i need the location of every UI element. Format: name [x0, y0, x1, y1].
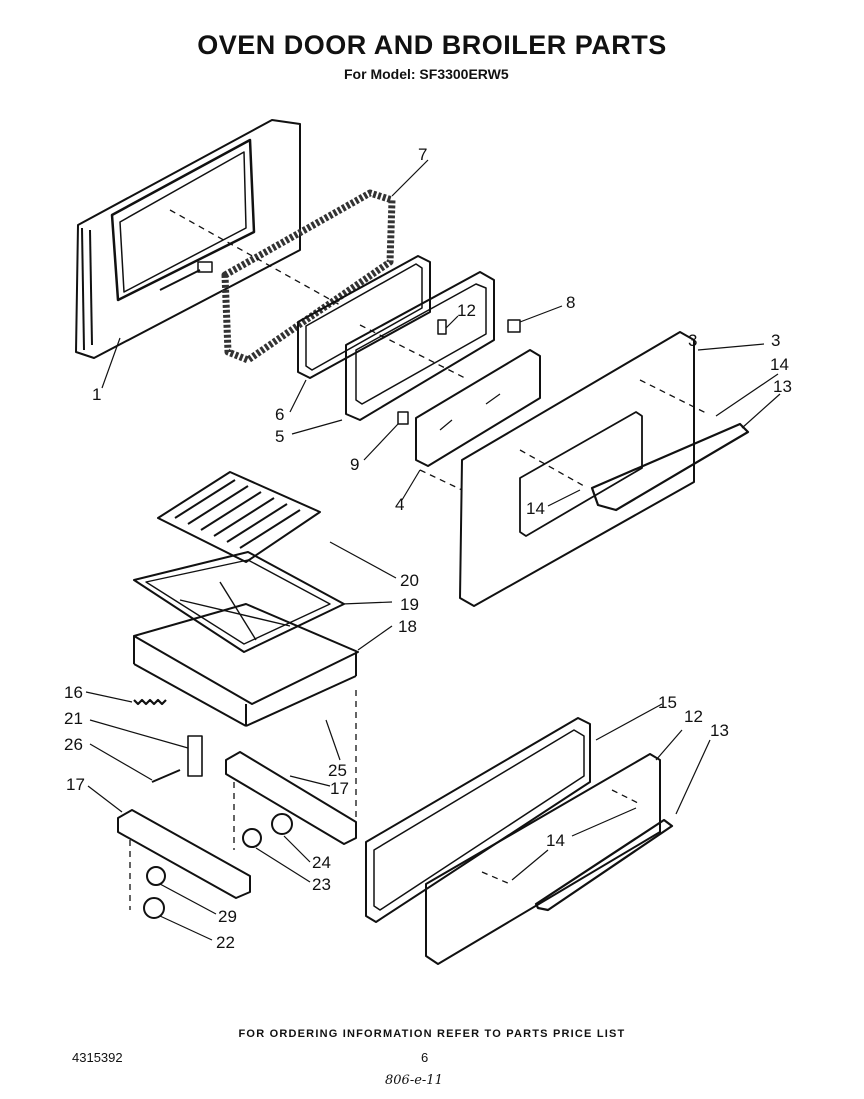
callout-16: 16 [64, 683, 83, 702]
broiler-drawer-front-part [425, 753, 674, 965]
callout-18: 18 [398, 617, 417, 636]
broiler-drawer-inner-panel-part [365, 717, 591, 923]
page-title: OVEN DOOR AND BROILER PARTS [197, 30, 667, 60]
inner-door-liner-part [75, 119, 301, 359]
callout-12: 12 [684, 707, 703, 726]
document-number: 4315392 [72, 1050, 123, 1065]
callout-23: 23 [312, 875, 331, 894]
clip-part [397, 411, 409, 425]
callout-17b: 17 [330, 779, 349, 798]
callout-3b: 3 [771, 331, 780, 350]
broiler-pan-part [133, 603, 359, 727]
door-gasket-part [221, 189, 396, 364]
callout-6: 6 [275, 405, 284, 424]
screw-26-part [151, 769, 181, 783]
callout-20: 20 [400, 571, 419, 590]
callout-24: 24 [312, 853, 331, 872]
hinge-bracket-part [507, 319, 521, 333]
broiler-pan-insert-part [133, 551, 345, 653]
callout-14c: 14 [546, 831, 565, 850]
callout-14b: 14 [526, 499, 545, 518]
callout-4: 4 [395, 495, 404, 514]
broiler-grid-part [157, 471, 321, 563]
roller-23-part [242, 828, 262, 848]
outer-door-panel-part [459, 331, 750, 607]
roller-24-part [271, 813, 293, 835]
callout-3: 3 [688, 331, 697, 350]
callout-5: 5 [275, 427, 284, 446]
callout-17: 17 [66, 775, 85, 794]
callout-13: 13 [773, 377, 792, 396]
screw-part [437, 319, 447, 335]
callout-26: 26 [64, 735, 83, 754]
inner-glass-frame-part [297, 255, 431, 379]
callout-8: 8 [566, 293, 575, 312]
roller-29-part [146, 866, 166, 886]
callout-9: 9 [350, 455, 359, 474]
callout-15: 15 [658, 693, 677, 712]
callout-25: 25 [328, 761, 347, 780]
callout-1: 1 [92, 385, 101, 404]
callout-19: 19 [400, 595, 419, 614]
ordering-note: FOR ORDERING INFORMATION REFER TO PARTS … [238, 1028, 626, 1040]
callout-10: 12 [457, 301, 476, 320]
glass-panel-part [345, 271, 495, 421]
handwritten-note: 806-e-11 [385, 1073, 443, 1088]
latch-part [187, 735, 203, 777]
roller-22-part [143, 897, 165, 919]
callout-14: 14 [770, 355, 789, 374]
spring-part [133, 698, 167, 706]
callout-7: 7 [418, 145, 427, 164]
outer-window-glass-part [415, 349, 541, 467]
page-number: 6 [421, 1050, 429, 1065]
callout-21: 21 [64, 709, 83, 728]
callout-29: 29 [218, 907, 237, 926]
callout-13b: 13 [710, 721, 729, 740]
model-subtitle: For Model: SF3300ERW5 [344, 66, 509, 82]
broiler-rail-part [117, 751, 357, 899]
callout-22: 22 [216, 933, 235, 952]
